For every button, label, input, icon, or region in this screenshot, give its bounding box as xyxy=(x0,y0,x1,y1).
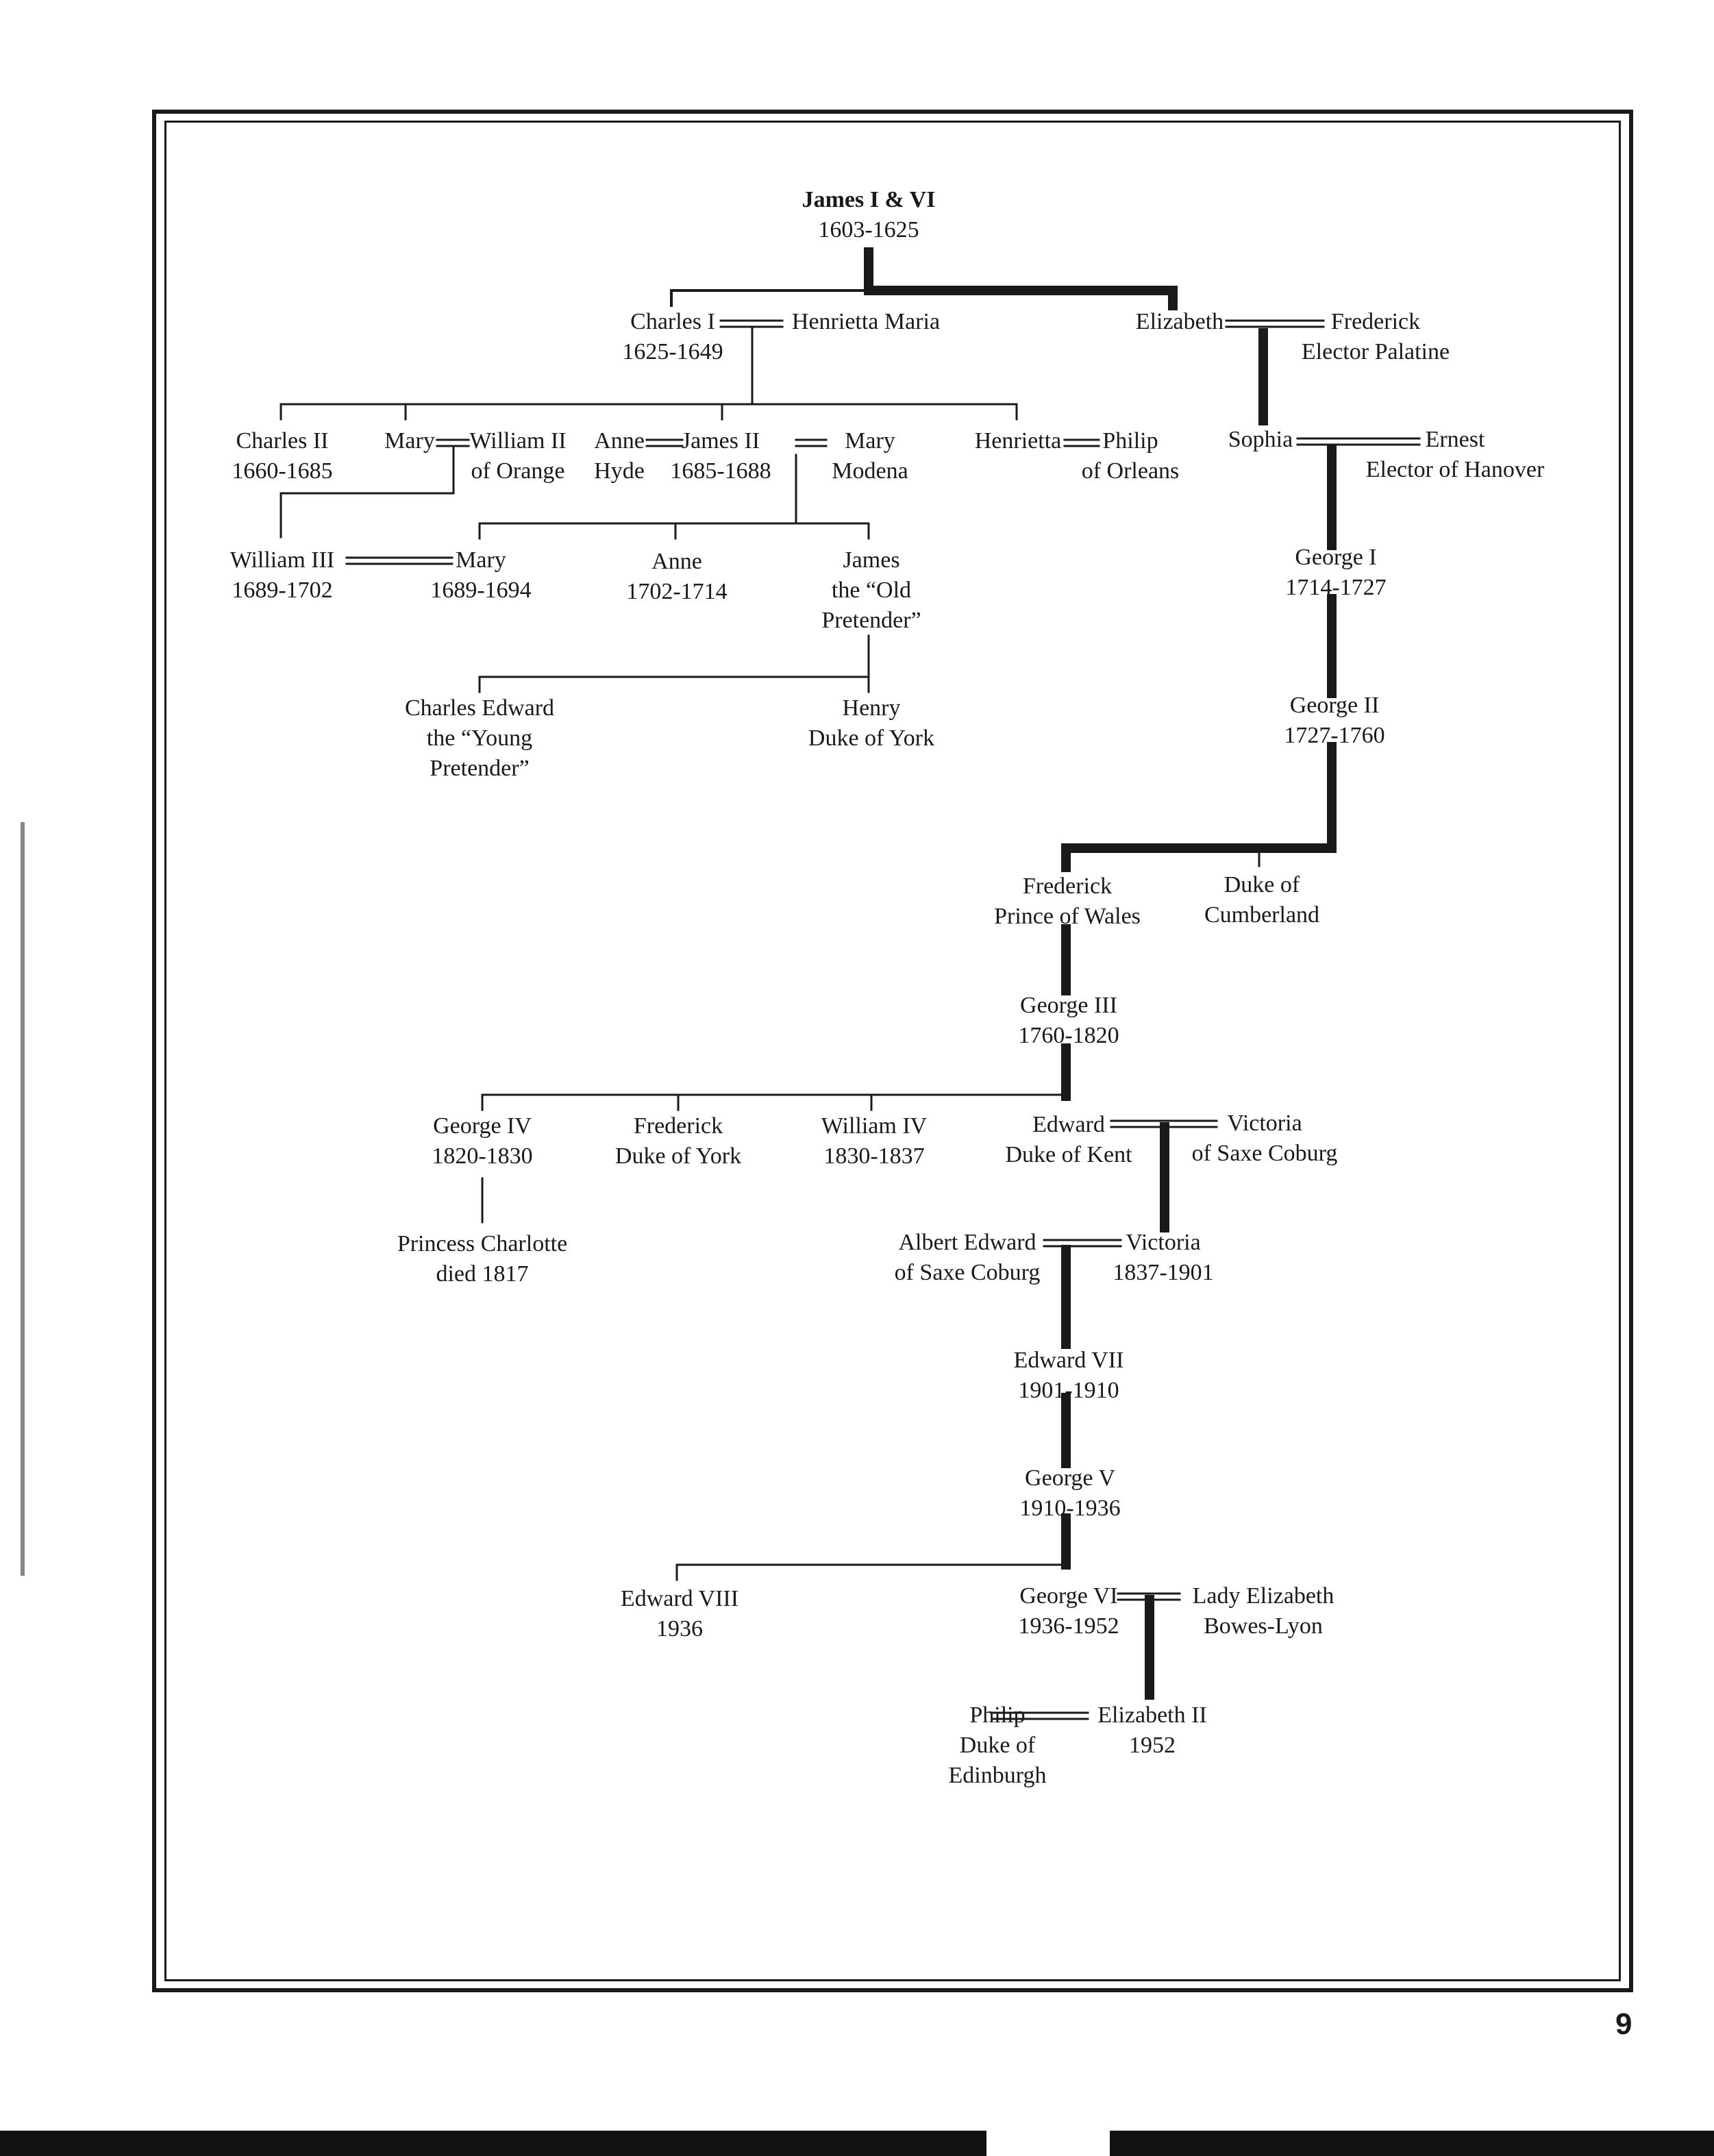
line-oldpretender-children xyxy=(478,634,870,693)
line-william2-william3 xyxy=(280,445,455,538)
person-elizabeth: Elizabeth xyxy=(1135,309,1224,334)
person-henrietta: Henrietta xyxy=(974,428,1062,454)
scan-edge-mark xyxy=(21,822,25,1576)
marriage-sophia-ernest xyxy=(1296,437,1421,446)
person-henrietta-maria: Henrietta Maria xyxy=(791,309,941,334)
page-frame-inner xyxy=(164,121,1621,1981)
line-james2-children xyxy=(478,454,870,540)
person-sophia: Sophia xyxy=(1228,427,1293,452)
line-charles-children-bar xyxy=(280,403,1018,421)
marriage-philip-elizabeth2 xyxy=(991,1711,1089,1720)
line-george3-children xyxy=(481,1093,1067,1111)
line-james-elizabeth xyxy=(864,247,1178,310)
marriage-anne-james2 xyxy=(645,438,684,447)
marriage-elizabeth-frederick xyxy=(1225,319,1325,328)
page-frame-outer xyxy=(152,110,1633,1992)
scan-bottom-edge-right xyxy=(1110,2131,1714,2156)
person-mary-orange: Mary xyxy=(384,428,435,454)
marriage-james2-mary xyxy=(795,438,828,447)
line-james-charles xyxy=(670,289,870,307)
marriage-henrietta-philip xyxy=(1063,438,1100,447)
page-number: 9 xyxy=(1615,2007,1632,2041)
marriage-albert-victoria xyxy=(1043,1239,1122,1248)
line-george5-children xyxy=(675,1563,1067,1581)
marriage-william3-mary xyxy=(345,556,454,565)
scan-bottom-edge xyxy=(0,2131,986,2156)
line-george2-frederick xyxy=(1061,742,1337,872)
